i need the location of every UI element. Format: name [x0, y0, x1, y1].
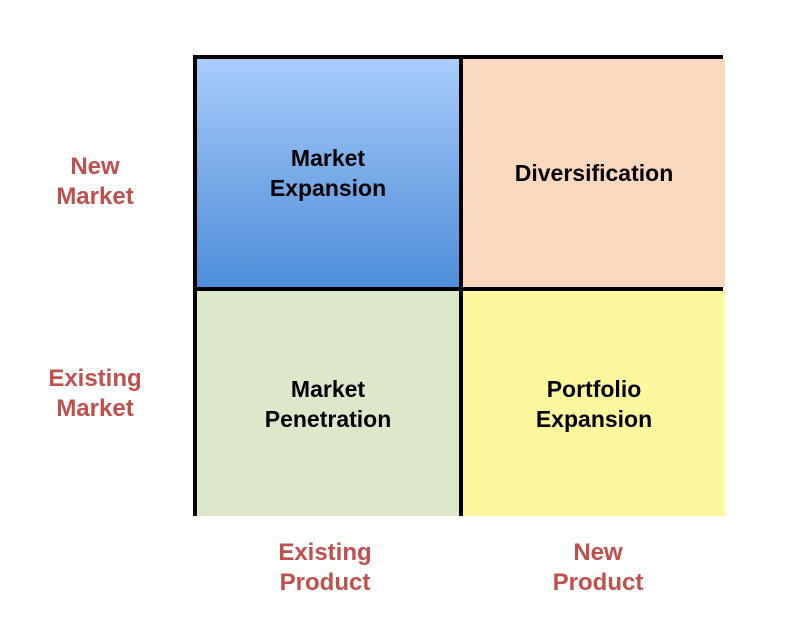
row-label-new-market: New Market	[56, 153, 134, 210]
product-market-matrix: Market Expansion Diversification Market …	[193, 55, 725, 516]
quadrant-market-penetration: Market Penetration	[197, 291, 459, 516]
quadrant-portfolio-expansion: Portfolio Expansion	[463, 291, 725, 516]
quadrant-market-expansion: Market Expansion	[197, 59, 459, 287]
column-label-new-product: New Product	[552, 539, 644, 596]
column-label-existing-product: Existing Product	[278, 539, 372, 596]
row-label-existing-market: Existing Market	[48, 365, 142, 422]
quadrant-diversification: Diversification	[463, 59, 725, 287]
